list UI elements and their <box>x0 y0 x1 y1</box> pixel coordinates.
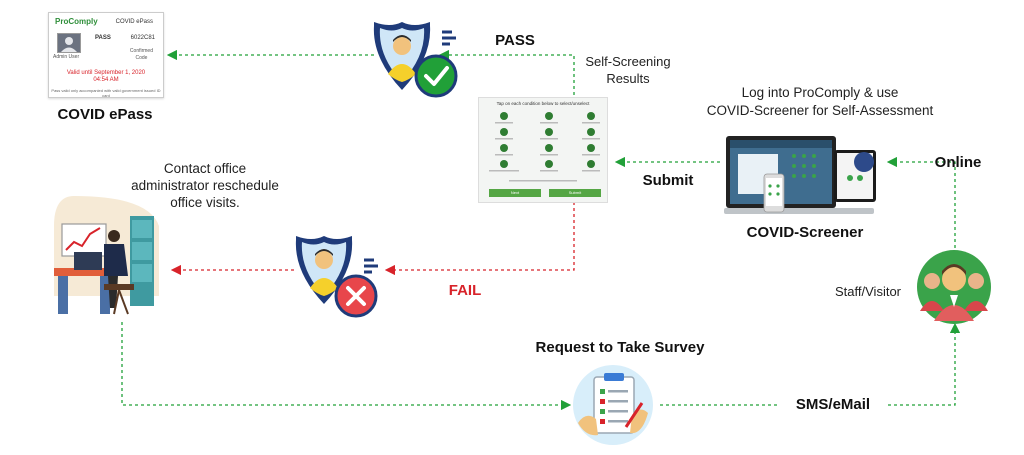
valid-line2: 04:54 AM <box>93 77 119 83</box>
survey-clipboard-icon <box>573 365 653 445</box>
valid-line1: Valid until September 1, 2020 <box>66 70 146 76</box>
fail-shield-icon <box>295 236 378 318</box>
epass-validity: Valid until September 1, 2020 04:54 AM <box>49 70 163 84</box>
procomply-logo: ProComply <box>55 17 98 26</box>
confirmed-line1: Confirmed <box>129 48 153 54</box>
covid-screener-devices-icon <box>724 136 876 214</box>
contact-line3: office visits. <box>170 195 240 210</box>
epass-title: COVID ePass <box>115 19 153 25</box>
epass-confirmed: Confirmed Code <box>130 48 153 62</box>
epass-code: 6022C81 <box>130 35 155 41</box>
sms-email-label: SMS/eMail <box>795 396 871 413</box>
covid-screener-caption: COVID-Screener <box>746 224 864 241</box>
request-survey-label: Request to Take Survey <box>535 339 705 356</box>
results-line2: Results <box>606 71 650 86</box>
avatar <box>57 33 81 53</box>
online-connector <box>886 156 956 248</box>
login-label: Log into ProComply & use COVID-Screener … <box>680 84 960 120</box>
avatar-name: Admin User <box>53 54 80 60</box>
login-line1: Log into ProComply & use <box>741 85 899 100</box>
pass-connector <box>438 49 575 95</box>
office-to-survey-connector <box>121 322 572 411</box>
office-worker-icon <box>54 196 159 315</box>
confirmed-line2: Code <box>135 55 148 61</box>
symptom-grid <box>489 112 600 182</box>
staff-visitor-label: Staff/Visitor <box>835 284 901 299</box>
fail-label: FAIL <box>448 282 482 299</box>
epass-note: Pass valid only accompanied with valid g… <box>51 88 161 98</box>
fail-connector <box>384 202 575 276</box>
form-next-button[interactable]: Next <box>489 189 541 197</box>
contact-line1: Contact office <box>163 161 247 176</box>
sms-to-staff-connector <box>888 322 961 406</box>
contact-line2: administrator reschedule <box>131 178 279 193</box>
pass-shield-icon <box>373 22 458 98</box>
online-label: Online <box>934 154 982 171</box>
user-icon <box>61 37 77 52</box>
staff-visitor-icon <box>917 250 991 324</box>
screening-form: Tap on each condition below to select/un… <box>478 97 608 203</box>
results-line1: Self-Screening <box>585 54 671 69</box>
submit-label: Submit <box>642 172 694 189</box>
contact-office-label: Contact office administrator reschedule … <box>120 160 290 211</box>
login-line2: COVID-Screener for Self-Assessment <box>706 103 934 118</box>
pass-label: PASS <box>495 32 535 49</box>
epass-status: PASS <box>95 35 111 41</box>
form-submit-button[interactable]: Submit <box>549 189 601 197</box>
self-screening-results-label: Self-Screening Results <box>578 53 678 87</box>
form-header: Tap on each condition below to select/un… <box>496 101 590 106</box>
epass-caption: COVID ePass <box>57 106 153 123</box>
covid-epass-card: ProComply COVID ePass Admin User PASS 60… <box>48 12 164 98</box>
